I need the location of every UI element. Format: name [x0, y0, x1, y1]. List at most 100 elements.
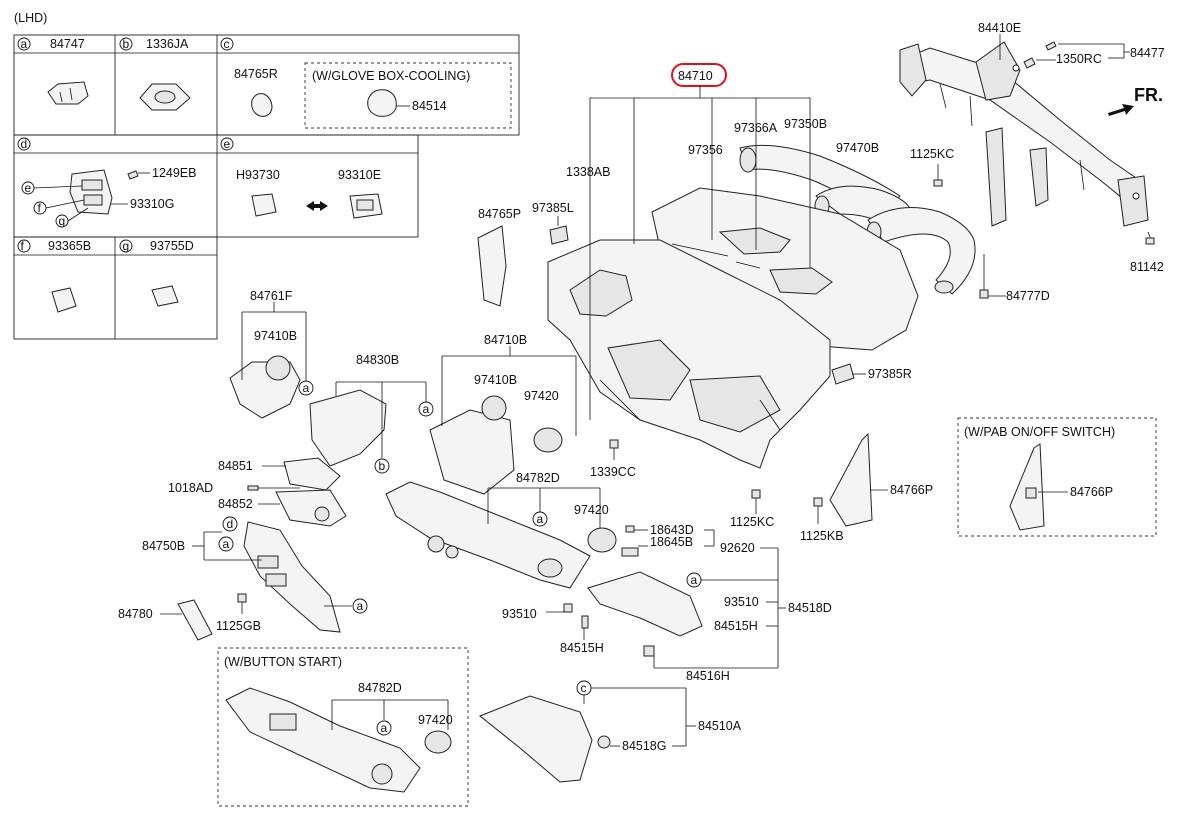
callout-93510-right: 93510	[724, 595, 759, 609]
panel-84851	[283, 457, 341, 491]
callout-97420-button-start: 97420	[418, 713, 453, 727]
legend-part-1336JA: 1336JA	[146, 37, 189, 51]
callout-84518G: 84518G	[622, 739, 666, 753]
highlight-oval	[671, 63, 727, 87]
callout-97385R: 97385R	[868, 367, 912, 381]
svg-text:a: a	[21, 37, 28, 51]
svg-text:d: d	[227, 517, 234, 531]
panel-84852	[275, 489, 347, 527]
svg-text:f: f	[21, 239, 25, 253]
callout-84766P: 84766P	[890, 483, 933, 497]
callout-84750B: 84750B	[142, 539, 185, 553]
callout-1125KC-bottom: 1125KC	[730, 515, 774, 529]
callout-84515H-right: 84515H	[714, 619, 758, 633]
callout-92620: 92620	[720, 541, 755, 555]
pab-switch-note: (W/PAB ON/OFF SWITCH)	[964, 425, 1115, 439]
callout-84765P: 84765P	[478, 207, 521, 221]
legend-part-93365B: 93365B	[48, 239, 91, 253]
callout-84780: 84780	[118, 607, 153, 621]
callout-84852: 84852	[218, 497, 253, 511]
cover-84780	[177, 599, 213, 641]
callout-97470B: 97470B	[836, 141, 879, 155]
svg-text:g: g	[123, 239, 130, 253]
cap-84765R-shape	[251, 93, 273, 117]
valve-84514-shape	[367, 89, 397, 117]
callout-84510A: 84510A	[698, 719, 742, 733]
legend-table: a 84747 b 1336JA c 84765R (W/GLOVE BOX-C…	[13, 34, 520, 340]
glove-box-cooling-note: (W/GLOVE BOX-COOLING)	[312, 69, 470, 83]
callout-97410B-left: 97410B	[254, 329, 297, 343]
side-cover-84765P	[477, 225, 507, 307]
callout-84830B: 84830B	[356, 353, 399, 367]
ducts-97470B	[739, 144, 976, 295]
callout-1018AD: 1018AD	[168, 481, 213, 495]
legend-part-84747: 84747	[50, 37, 85, 51]
callout-18645B: 18645B	[650, 535, 693, 549]
front-arrow-icon	[1108, 104, 1134, 116]
cowl-crossmember-84410E	[899, 41, 1149, 227]
svg-text:a: a	[691, 573, 698, 587]
vent-97385R	[831, 363, 855, 385]
blank-93755D-shape	[151, 285, 179, 307]
clip-84747-shape	[47, 81, 89, 105]
callout-97350B: 97350B	[784, 117, 827, 131]
callout-1125KB: 1125KB	[800, 529, 844, 543]
pab-switch-box	[957, 417, 1157, 537]
callout-1125GB: 1125GB	[216, 619, 261, 633]
callout-1339CC: 1339CC	[590, 465, 636, 479]
svg-text:a: a	[537, 512, 544, 526]
vent-97385L	[549, 225, 569, 245]
callout-97420-upper: 97420	[524, 389, 559, 403]
svg-text:a: a	[381, 721, 388, 735]
callout-84516H: 84516H	[686, 669, 730, 683]
callout-93510-left: 93510	[502, 607, 537, 621]
callout-84761F: 84761F	[250, 289, 293, 303]
callout-84477: 84477	[1130, 46, 1165, 60]
legend-part-84765R: 84765R	[234, 67, 278, 81]
callout-18643D: 18643D	[650, 523, 694, 537]
garnish-84782D	[385, 481, 591, 589]
callout-84766P-pab: 84766P	[1070, 485, 1113, 499]
button-start-note: (W/BUTTON START)	[224, 655, 342, 669]
svg-text:a: a	[303, 381, 310, 395]
svg-text:c: c	[581, 681, 587, 695]
callout-81142: 81142	[1130, 260, 1164, 274]
glove-box-housing-84518D	[587, 571, 703, 637]
callout-84710: 84710	[678, 69, 713, 83]
crash-pad-84710	[547, 187, 919, 469]
callout-97420-lower: 97420	[574, 503, 609, 517]
legend-part-93310E: 93310E	[338, 168, 381, 182]
callout-84782D: 84782D	[516, 471, 560, 485]
svg-text:e: e	[25, 181, 32, 195]
cover-84830B	[309, 389, 387, 467]
legend-part-H93730: H93730	[236, 168, 280, 182]
svg-text:a: a	[223, 537, 230, 551]
switch-panel-93310G-shape	[69, 169, 113, 215]
legend-part-1249EB: 1249EB	[152, 166, 196, 180]
callout-1125KC-top: 1125KC	[910, 147, 954, 161]
legend-part-84514: 84514	[412, 99, 447, 113]
svg-text:b: b	[379, 459, 386, 473]
center-fascia-84710B	[429, 409, 515, 495]
svg-text:a: a	[423, 402, 430, 416]
callout-84851: 84851	[218, 459, 253, 473]
callout-84782D-button-start: 84782D	[358, 681, 402, 695]
svg-text:d: d	[21, 137, 28, 151]
callout-97356: 97356	[688, 143, 723, 157]
callout-84518D: 84518D	[788, 601, 832, 615]
arrow-double-icon	[306, 201, 328, 211]
svg-text:a: a	[357, 599, 364, 613]
svg-text:e: e	[224, 137, 231, 151]
pab-panel-shape	[1009, 443, 1045, 531]
callout-84515H-left: 84515H	[560, 641, 604, 655]
svg-text:g: g	[59, 214, 66, 228]
legend-part-93310G: 93310G	[130, 197, 174, 211]
callout-97366A: 97366A	[734, 121, 778, 135]
callout-84777D: 84777D	[1006, 289, 1050, 303]
svg-text:c: c	[224, 37, 230, 51]
front-direction-label: FR.	[1134, 85, 1163, 105]
side-panel-84766P	[829, 432, 873, 527]
lower-panel-84750B	[243, 521, 341, 633]
lhd-label: (LHD)	[14, 11, 47, 25]
